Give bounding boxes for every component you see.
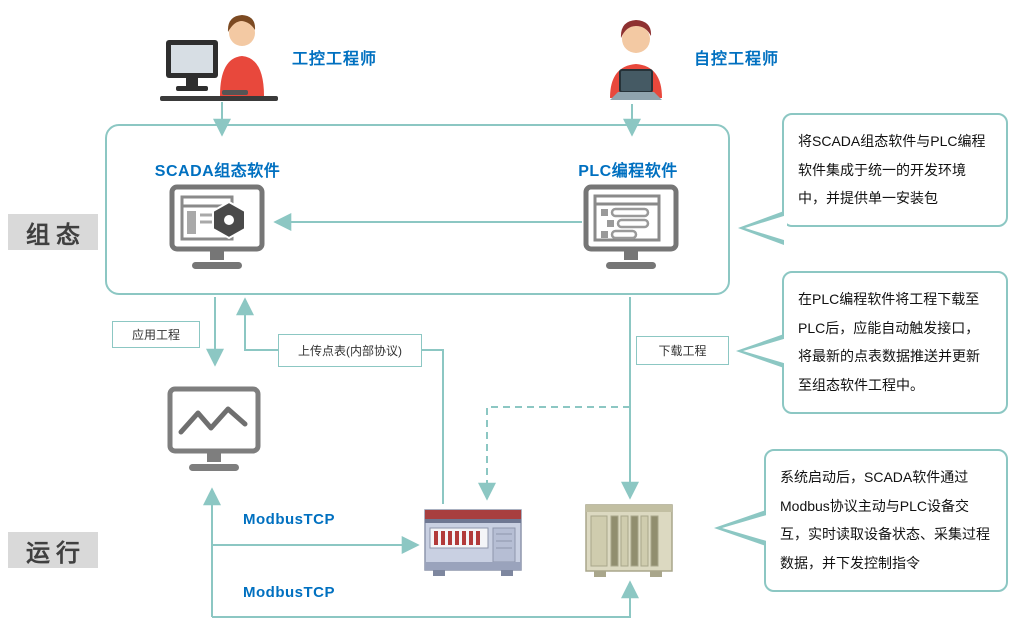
modbus-tcp-label-1: ModbusTCP — [243, 511, 335, 528]
industrial-engineer-label: 工控工程师 — [292, 51, 378, 68]
apply-project-label: 应用工程 — [112, 321, 200, 348]
automation-engineer-label: 自控工程师 — [694, 51, 780, 68]
engineer-at-desktop-icon — [160, 15, 278, 101]
callout-download-trigger: 在PLC编程软件将工程下载至PLC后，应能自动触发接口，将最新的点表数据推送并更… — [736, 271, 1008, 414]
arrow-modbus-tcp-2 — [212, 580, 639, 618]
modbus-device-icon — [424, 509, 522, 576]
scada-software-label: SCADA组态软件 — [154, 163, 281, 180]
arrow-upload-point-table — [236, 297, 444, 504]
callout-runtime-comm-text: 系统启动后，SCADA软件通过Modbus协议主动与PLC设备交互，实时读取设备… — [780, 469, 990, 572]
callout-integration-text: 将SCADA组态软件与PLC编程软件集成于统一的开发环境中，并提供单一安装包 — [798, 133, 986, 207]
scada-software-monitor-icon — [169, 184, 265, 269]
download-project-label: 下载工程 — [636, 336, 729, 365]
config-stage-box — [105, 124, 730, 295]
hmi-chart-monitor-icon — [167, 386, 261, 471]
plc-rack-icon — [585, 504, 673, 577]
arrow-download-dashed-to-modbus-device — [478, 406, 630, 501]
stage-label-runtime: 运行 — [8, 532, 98, 568]
engineer-with-laptop-icon — [610, 20, 662, 100]
upload-points-label: 上传点表(内部协议) — [278, 334, 422, 367]
callout-runtime-comm: 系统启动后，SCADA软件通过Modbus协议主动与PLC设备交互，实时读取设备… — [714, 449, 1008, 592]
modbus-tcp-label-2: ModbusTCP — [243, 584, 335, 601]
plc-software-monitor-icon — [583, 184, 679, 269]
plc-software-label: PLC编程软件 — [578, 163, 678, 180]
callout-download-trigger-text: 在PLC编程软件将工程下载至PLC后，应能自动触发接口，将最新的点表数据推送并更… — [798, 291, 980, 394]
callout-integration: 将SCADA组态软件与PLC编程软件集成于统一的开发环境中，并提供单一安装包 — [738, 113, 1008, 246]
stage-label-config: 组态 — [8, 214, 98, 250]
